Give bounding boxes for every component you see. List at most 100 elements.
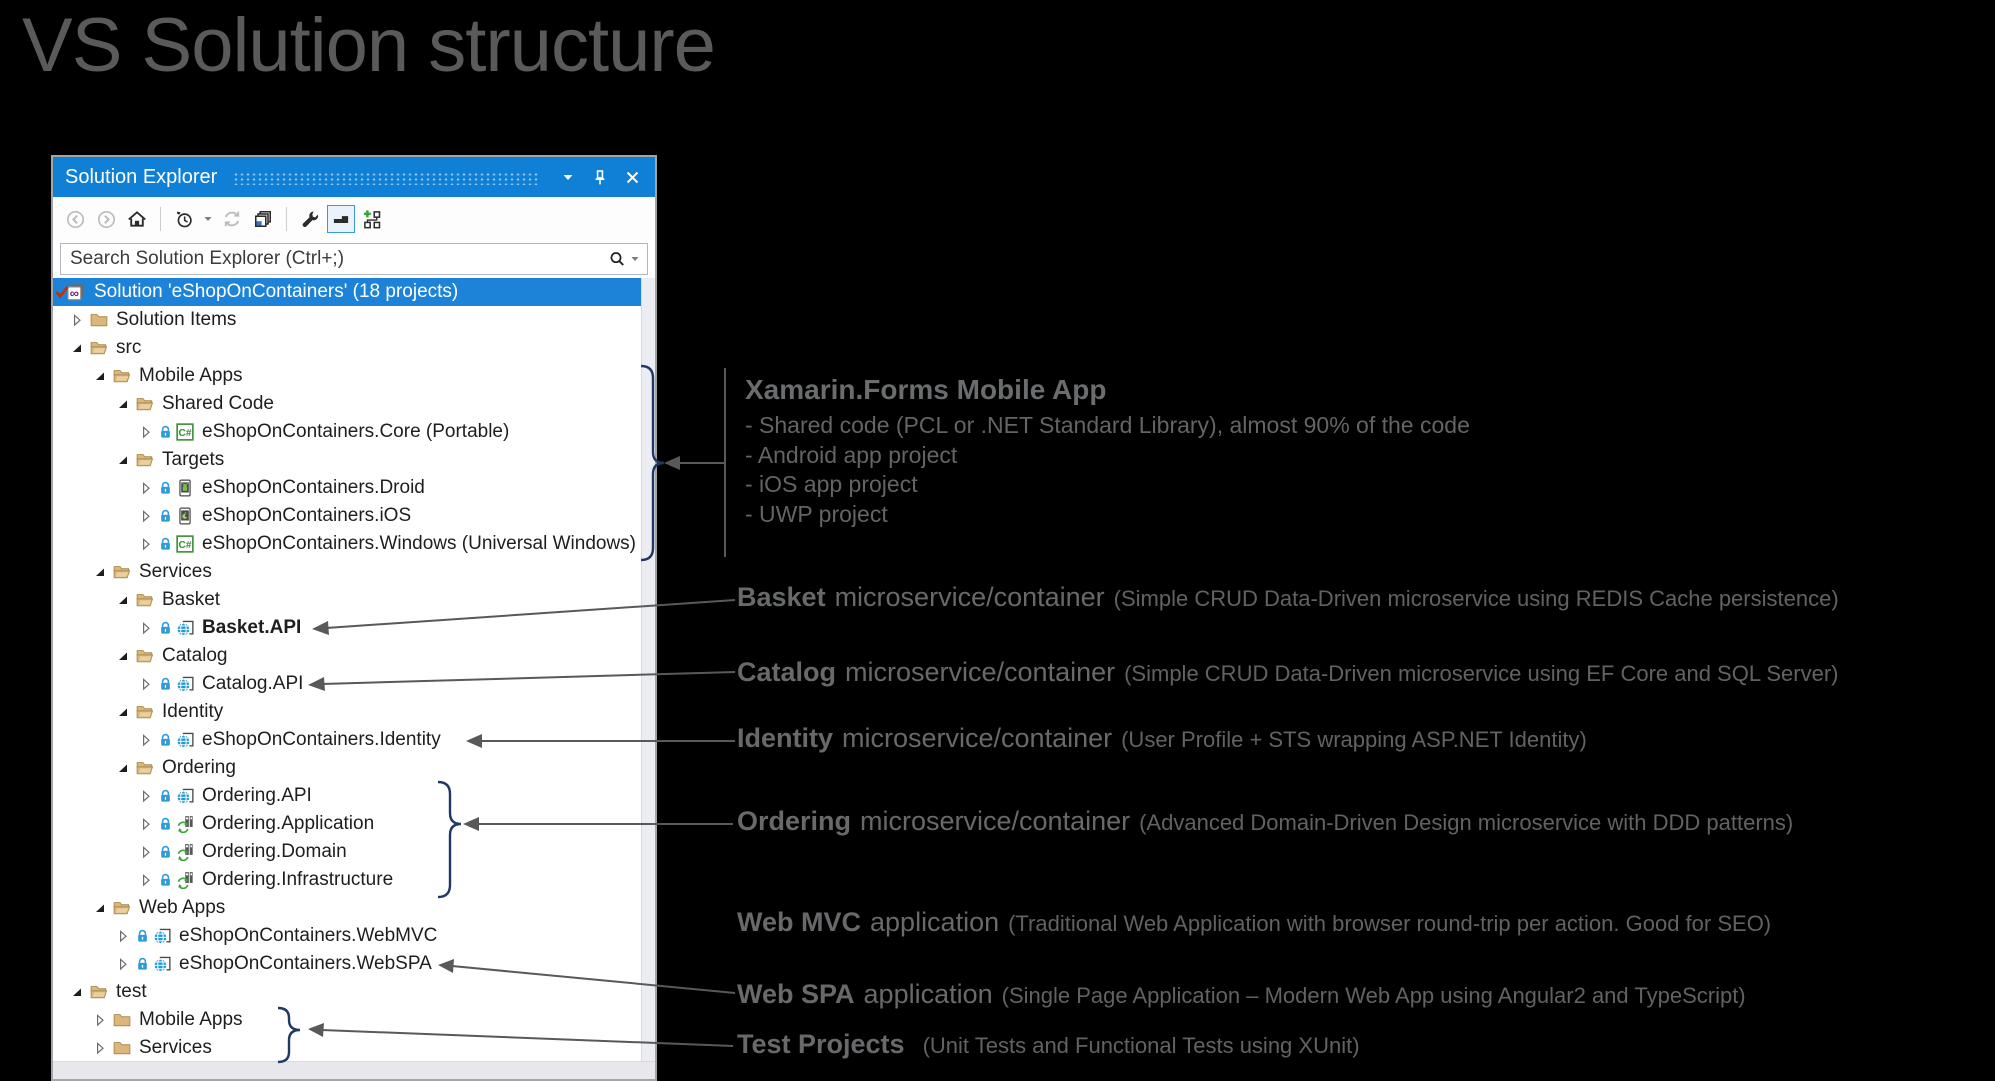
tree-row[interactable]: eShopOnContainers.WebSPA xyxy=(53,950,655,978)
tree-row[interactable]: Shared Code xyxy=(53,390,655,418)
expanded-arrow-icon[interactable] xyxy=(115,452,131,468)
collapsed-arrow-icon[interactable] xyxy=(92,1040,108,1056)
tree-item-label: Services xyxy=(139,1037,212,1058)
folder-closed-icon xyxy=(113,1011,131,1029)
tree-row[interactable]: Services xyxy=(53,558,655,586)
tree-row[interactable]: C#eShopOnContainers.Windows (Universal W… xyxy=(53,530,655,558)
collapsed-arrow-icon[interactable] xyxy=(138,508,154,524)
tree-row[interactable]: eShopOnContainers.iOS xyxy=(53,502,655,530)
back-icon[interactable] xyxy=(61,205,89,233)
expanded-arrow-icon[interactable] xyxy=(92,900,108,916)
properties-icon[interactable] xyxy=(296,205,324,233)
lock-icon xyxy=(136,957,149,971)
expanded-arrow-icon[interactable] xyxy=(92,368,108,384)
folder-open-icon xyxy=(136,759,154,777)
tree-row[interactable]: ∞Solution 'eShopOnContainers' (18 projec… xyxy=(53,278,655,306)
tree-row[interactable]: Mobile Apps xyxy=(53,1006,655,1034)
tree-row[interactable]: Ordering xyxy=(53,754,655,782)
collapsed-arrow-icon[interactable] xyxy=(115,956,131,972)
expanded-arrow-icon[interactable] xyxy=(115,648,131,664)
preview-selected-items-icon[interactable] xyxy=(327,205,355,233)
tree-item-label: Ordering.API xyxy=(202,785,312,806)
class-library-icon xyxy=(176,815,194,833)
tree-row[interactable]: Ordering.Infrastructure xyxy=(53,866,655,894)
collapsed-arrow-icon[interactable] xyxy=(138,732,154,748)
tree-row[interactable]: Targets xyxy=(53,446,655,474)
tree-row[interactable]: eShopOnContainers.Droid xyxy=(53,474,655,502)
tree-row[interactable]: Ordering.Domain xyxy=(53,838,655,866)
collapsed-arrow-icon[interactable] xyxy=(69,312,85,328)
search-icon[interactable] xyxy=(608,250,626,268)
search-box xyxy=(60,243,648,275)
toolbar-separator xyxy=(286,207,287,231)
collapsed-arrow-icon[interactable] xyxy=(138,816,154,832)
collapsed-arrow-icon[interactable] xyxy=(138,620,154,636)
tree-row[interactable]: Ordering.API xyxy=(53,782,655,810)
tree-row[interactable]: Solution Items xyxy=(53,306,655,334)
annotation-paren: (Simple CRUD Data-Driven microservice us… xyxy=(1113,586,1839,611)
history-icon[interactable] xyxy=(170,205,198,233)
tree-row[interactable]: src xyxy=(53,334,655,362)
expanded-arrow-icon[interactable] xyxy=(92,564,108,580)
sync-icon[interactable] xyxy=(218,205,246,233)
folder-closed-icon xyxy=(113,1039,131,1057)
show-all-files-icon[interactable] xyxy=(358,205,386,233)
panel-title-bar[interactable]: Solution Explorer xyxy=(53,157,655,197)
collapsed-arrow-icon[interactable] xyxy=(138,872,154,888)
vertical-scrollbar[interactable] xyxy=(641,278,655,1062)
tree-row[interactable]: test xyxy=(53,978,655,1006)
collapsed-arrow-icon[interactable] xyxy=(138,536,154,552)
annotation-xamarin-bullet: - iOS app project xyxy=(745,471,918,497)
annotation-paren: (User Profile + STS wrapping ASP.NET Ide… xyxy=(1121,727,1587,752)
collapsed-arrow-icon[interactable] xyxy=(138,676,154,692)
history-caret-icon[interactable] xyxy=(201,205,215,233)
tree-row[interactable]: eShopOnContainers.WebMVC xyxy=(53,922,655,950)
home-icon[interactable] xyxy=(123,205,151,233)
tree-row[interactable]: Basket xyxy=(53,586,655,614)
collapsed-arrow-icon[interactable] xyxy=(115,928,131,944)
forward-icon[interactable] xyxy=(92,205,120,233)
folder-open-icon xyxy=(113,899,131,917)
lock-icon xyxy=(159,481,172,495)
tree-row[interactable]: Ordering.Application xyxy=(53,810,655,838)
horizontal-scrollbar[interactable] xyxy=(53,1061,655,1079)
tree-row[interactable]: C#eShopOnContainers.Core (Portable) xyxy=(53,418,655,446)
pin-icon[interactable] xyxy=(587,165,613,189)
tree-item-label: Services xyxy=(139,561,212,582)
folder-closed-icon xyxy=(90,311,108,329)
class-library-icon xyxy=(176,871,194,889)
annotation-bold: Ordering xyxy=(737,806,852,836)
window-menu-icon[interactable] xyxy=(555,165,581,189)
expanded-arrow-icon[interactable] xyxy=(115,592,131,608)
tree-row[interactable]: Identity xyxy=(53,698,655,726)
collapsed-arrow-icon[interactable] xyxy=(138,844,154,860)
expanded-arrow-icon[interactable] xyxy=(69,984,85,1000)
tree-row[interactable]: Catalog xyxy=(53,642,655,670)
annotation-mid: microservice/container xyxy=(834,582,1105,612)
solution-explorer-panel: Solution Explorer xyxy=(51,155,657,1081)
close-icon[interactable] xyxy=(619,165,645,189)
tree-item-label: eShopOnContainers.Windows (Universal Win… xyxy=(202,533,637,554)
toolbar-separator xyxy=(160,207,161,231)
tree-row[interactable]: Basket.API xyxy=(53,614,655,642)
switch-views-icon[interactable] xyxy=(249,205,277,233)
tree-row[interactable]: Catalog.API xyxy=(53,670,655,698)
tree-row[interactable]: eShopOnContainers.Identity xyxy=(53,726,655,754)
collapsed-arrow-icon[interactable] xyxy=(92,1012,108,1028)
expanded-arrow-icon[interactable] xyxy=(115,396,131,412)
tree-row[interactable]: Services xyxy=(53,1034,655,1062)
expanded-arrow-icon[interactable] xyxy=(69,340,85,356)
web-project-icon xyxy=(176,731,194,749)
expanded-arrow-icon[interactable] xyxy=(115,704,131,720)
folder-open-icon xyxy=(136,703,154,721)
search-input[interactable] xyxy=(68,247,608,271)
collapsed-arrow-icon[interactable] xyxy=(138,480,154,496)
collapsed-arrow-icon[interactable] xyxy=(138,788,154,804)
annotation-mid: microservice/container xyxy=(842,723,1113,753)
search-caret-icon[interactable] xyxy=(630,254,640,264)
collapsed-arrow-icon[interactable] xyxy=(138,424,154,440)
tree-row[interactable]: Web Apps xyxy=(53,894,655,922)
expanded-arrow-icon[interactable] xyxy=(115,760,131,776)
tree-row[interactable]: Mobile Apps xyxy=(53,362,655,390)
